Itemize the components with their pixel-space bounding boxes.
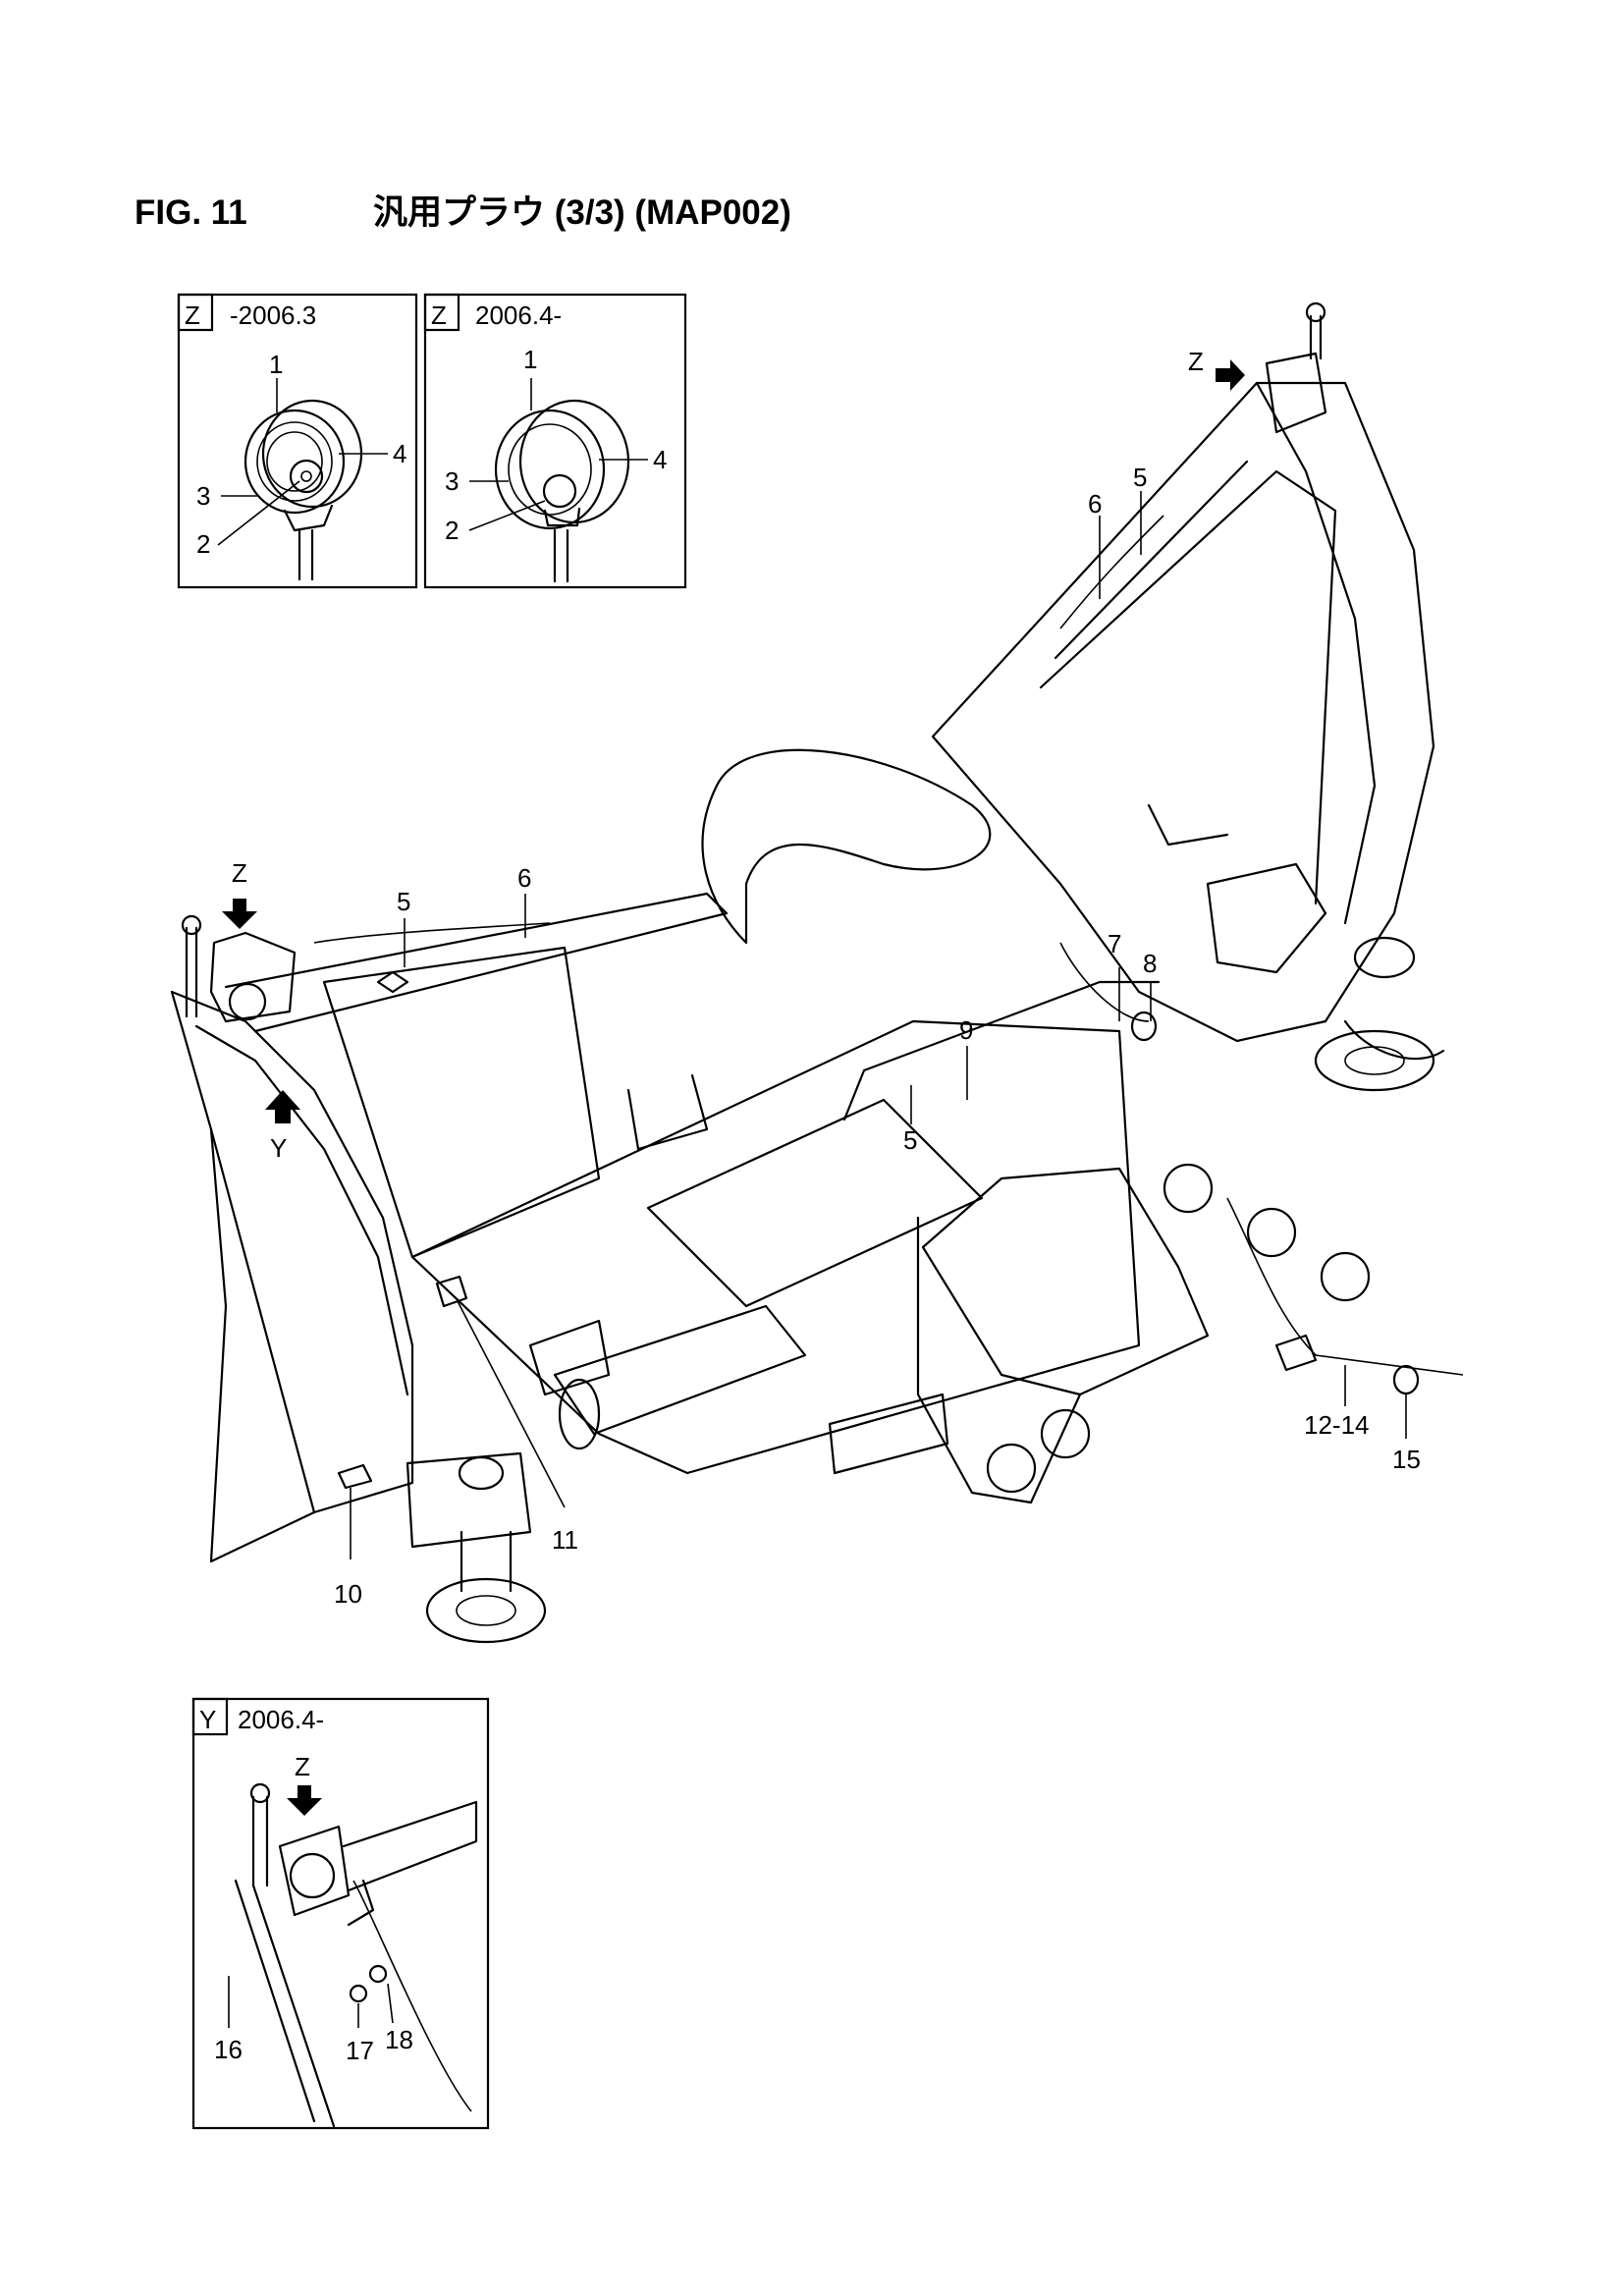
callout-12-14: 12-14 [1304, 1410, 1370, 1440]
inset-z-new-callout-4: 4 [653, 445, 667, 474]
inset-y-view-arrow-icon [287, 1785, 322, 1816]
callout-7: 7 [1108, 929, 1121, 958]
callout-11: 11 [552, 1525, 578, 1555]
callout-10: 10 [334, 1579, 362, 1609]
inset-y-callout-17: 17 [346, 2036, 374, 2065]
inset-z-old-callout-2: 2 [196, 529, 210, 559]
inset-z-new: Z 2006.4- 1 4 3 2 [423, 293, 687, 589]
callout-15: 15 [1392, 1445, 1421, 1474]
figure-number: FIG. 11 [135, 193, 247, 232]
view-arrow-z-right-label: Z [1188, 347, 1204, 376]
callout-5-center: 5 [903, 1125, 917, 1155]
work-light-old-drawing [243, 399, 363, 581]
inset-z-new-callout-1: 1 [523, 345, 537, 374]
view-arrow-y-label: Y [270, 1133, 287, 1163]
inset-z-old-date: -2006.3 [230, 301, 316, 330]
view-arrow-z-right: Z [1188, 347, 1245, 391]
callout-6-right: 6 [1088, 489, 1102, 519]
inset-y-date: 2006.4- [238, 1705, 324, 1734]
inset-y-callout-16: 16 [214, 2035, 243, 2064]
callout-6-left: 6 [517, 863, 531, 893]
inset-z-new-date: 2006.4- [475, 301, 562, 330]
inset-y-arrow-label: Z [295, 1752, 310, 1781]
inset-y-callout-18: 18 [385, 2025, 413, 2054]
inset-z-new-callout-2: 2 [445, 516, 459, 545]
callout-8: 8 [1143, 949, 1157, 978]
figure-title: FIG. 11 汎用プラウ (3/3) (MAP002) [135, 185, 791, 235]
inset-z-old-callout-1: 1 [269, 350, 283, 379]
plow-main-drawing [170, 301, 1464, 1644]
inset-y-bracket-drawing [234, 1782, 478, 2128]
callout-5-right: 5 [1133, 463, 1147, 492]
inset-z-old-callout-3: 3 [196, 481, 210, 511]
work-light-new-drawing [494, 399, 630, 583]
figure-name: 汎用プラウ (3/3) (MAP002) [373, 193, 791, 232]
inset-z-old-callout-4: 4 [393, 439, 406, 468]
view-arrow-z-left: Z [222, 858, 257, 929]
main-callouts: 6 5 5 6 7 8 9 5 12-14 15 10 11 [334, 463, 1421, 1609]
inset-y-view: Y [199, 1705, 216, 1734]
inset-z-new-callout-3: 3 [445, 466, 459, 496]
inset-y: Y 2006.4- Z 16 17 18 [191, 1697, 490, 2130]
inset-z-old-view: Z [185, 301, 200, 330]
callout-9: 9 [959, 1015, 973, 1045]
inset-z-old: Z -2006.3 1 4 3 2 [177, 293, 418, 589]
view-arrow-y: Y [265, 1090, 300, 1163]
inset-z-new-view: Z [431, 301, 447, 330]
callout-5-left: 5 [397, 887, 410, 916]
view-arrow-z-left-label: Z [232, 858, 247, 888]
